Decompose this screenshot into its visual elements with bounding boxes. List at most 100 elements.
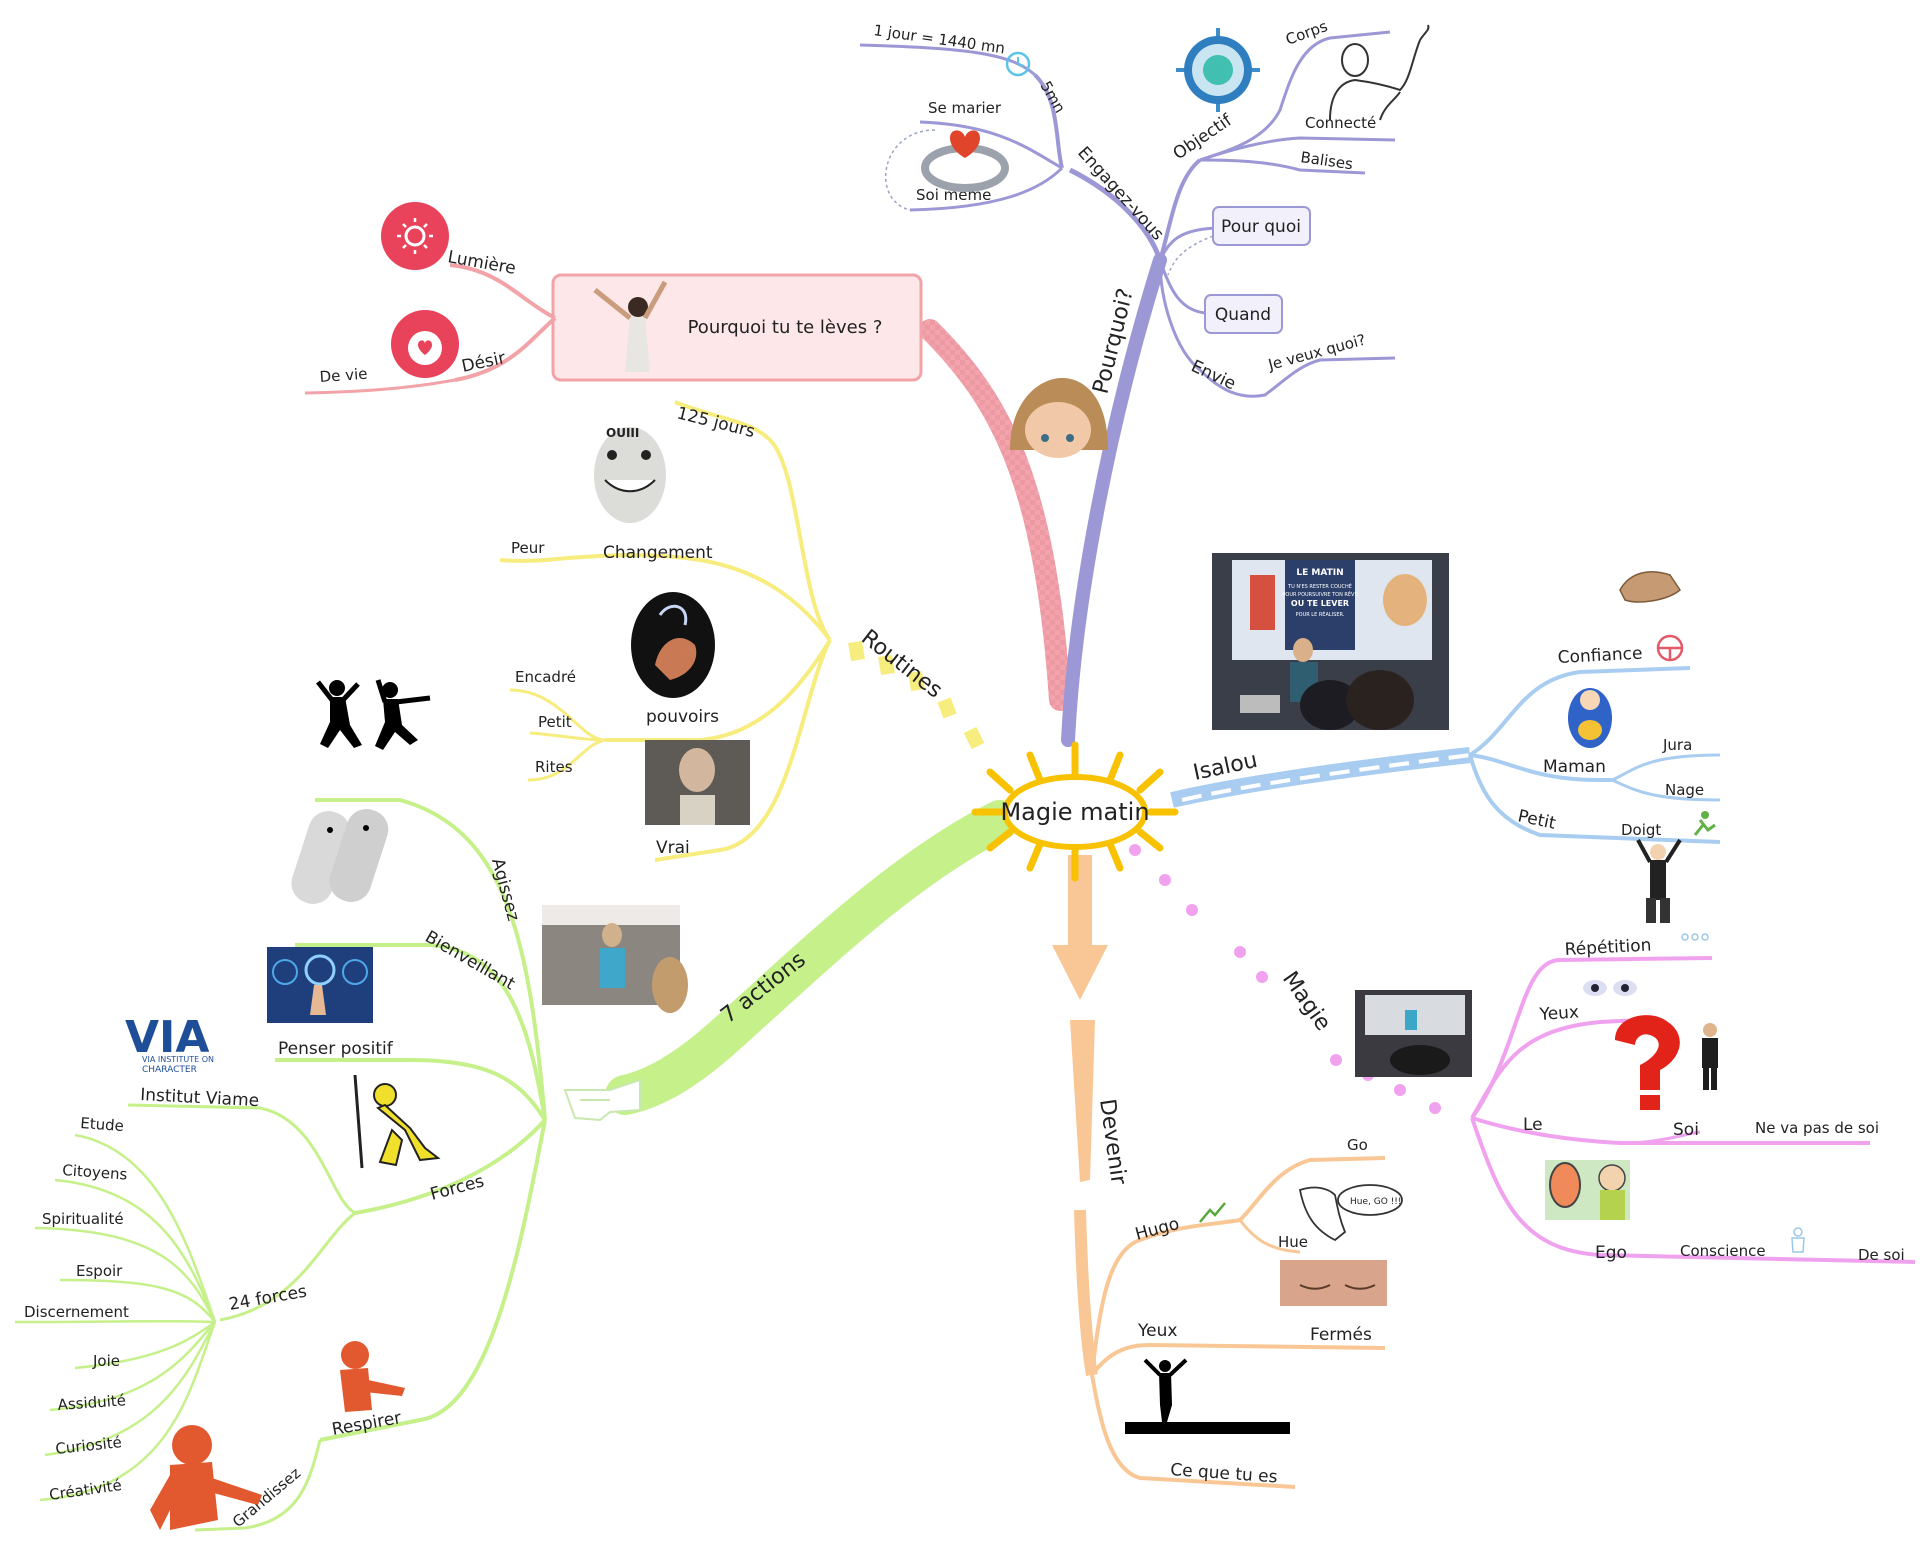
ghost-text: OUIII: [606, 426, 639, 440]
encadre-label: Encadré: [515, 668, 576, 686]
envie-label: Envie: [1188, 356, 1239, 394]
pink-title: Pourquoi tu te lèves ?: [688, 317, 883, 338]
rites-label: Rites: [535, 758, 573, 776]
jour-label: 1 jour = 1440 mn: [872, 21, 1006, 57]
force-espoir: Espoir: [76, 1262, 123, 1280]
sun-rays: [971, 741, 1179, 882]
silhouette-victory-icon: [1125, 1358, 1290, 1434]
bienveillant-label: Bienveillant: [422, 927, 519, 995]
slide-line-3: POUR POURSUIVRE TON RÊVE: [1282, 590, 1357, 598]
engagez-label: Engagez-vous: [1073, 143, 1167, 245]
quand-box[interactable]: [1204, 294, 1283, 334]
de-vie-label: De vie: [319, 365, 368, 386]
confiance-label: Confiance: [1557, 644, 1643, 668]
clock-icon: [1005, 51, 1031, 77]
blue-branch[interactable]: Isalou LE MATIN TU N'ES RESTER COUCHÉ PO…: [1191, 553, 1721, 923]
closed-eyes-photo: [1280, 1260, 1387, 1306]
trend-arrow-icon: [1199, 1202, 1226, 1223]
woman-arms-up-icon: [593, 280, 668, 372]
doigt-label: Doigt: [1621, 821, 1661, 839]
ego-label: Ego: [1595, 1243, 1627, 1263]
changement-label: Changement: [603, 543, 713, 563]
pouvoirs-label: pouvoirs: [646, 707, 719, 727]
green-trunk: [605, 800, 1020, 1115]
forces-list-lines: [14, 1133, 217, 1502]
force-curiosite: Curiosité: [55, 1433, 123, 1458]
presenter-photo: [542, 905, 688, 1013]
go-label: Go: [1347, 1136, 1368, 1154]
center-ellipse: [1002, 774, 1148, 850]
via-logo: VIA VIA INSTITUTE ON CHARACTER: [125, 1012, 214, 1075]
mirror-man-icon: [1545, 1160, 1630, 1220]
sun-icon: [381, 202, 449, 270]
thinking-man-photo: [645, 740, 750, 825]
pour-quoi-dotted-link: [1167, 235, 1214, 276]
muscle-man-icon: [1329, 24, 1430, 121]
connecte-label: Connecté: [1305, 114, 1376, 132]
ghost-creature-icon: OUIII: [594, 426, 666, 523]
objectif-label: Objectif: [1170, 110, 1237, 164]
soi-label: Soi: [1673, 1120, 1699, 1140]
man-holding-finger-icon: [1636, 838, 1682, 923]
vrai-label: Vrai: [656, 838, 690, 858]
power-hand-icon: [631, 592, 715, 698]
smiley-buttons-photo: [267, 947, 373, 1023]
desir-label: Désir: [460, 348, 507, 377]
purple-branch[interactable]: Pourquoi? Engagez-vous 1 jour = 1440 mn …: [859, 17, 1430, 458]
pink-branch[interactable]: Pourquoi tu te lèves ? Lumière Désir De …: [304, 202, 923, 395]
jura-label: Jura: [1662, 736, 1692, 754]
force-discernement: Discernement: [24, 1303, 129, 1321]
yellow-dashes: [848, 640, 985, 750]
slide-line-4: OU TE LEVER: [1291, 599, 1349, 608]
stopwatch-heart-icon: [391, 310, 459, 378]
people-icon: [1681, 933, 1709, 941]
force-spiritualite: Spiritualité: [42, 1210, 124, 1228]
jumping-people-icon: [316, 679, 431, 750]
force-assiduite: Assiduité: [57, 1391, 126, 1414]
petit-label: Petit: [538, 713, 572, 731]
via-logo-small-2: CHARACTER: [142, 1065, 197, 1075]
finger-faces-icon: [291, 809, 389, 904]
ce-que-tu-es-label: Ce que tu es: [1170, 1460, 1279, 1487]
steering-wheel-icon: [1656, 634, 1684, 662]
horse-speech-icon: Hue, GO !!!: [1298, 1184, 1403, 1242]
repetition-label: Répétition: [1564, 935, 1652, 960]
runner-icon: [1693, 811, 1716, 836]
agissez-label: Agissez: [487, 856, 523, 923]
pushing-man-icon: [353, 1074, 441, 1169]
force-creativite: Créativité: [48, 1476, 123, 1504]
quand-label: Quand: [1215, 305, 1271, 325]
forces-label: Forces: [428, 1171, 486, 1205]
institut-viame-label: Institut Viame: [140, 1085, 260, 1111]
yellow-branch[interactable]: Routines 125 jours OUIII Changement Peur…: [499, 400, 947, 862]
center-node[interactable]: Magie matin: [971, 741, 1179, 882]
via-logo-big: VIA: [125, 1012, 209, 1063]
yeux-magenta-label: Yeux: [1538, 1002, 1580, 1025]
pointing-hand-icon: [563, 1078, 641, 1122]
devenir-label: Devenir: [1094, 1097, 1131, 1187]
125-jours-label: 125 jours: [675, 403, 757, 442]
eyes-icon: [1583, 980, 1637, 996]
person-outline-icon: [1791, 1227, 1805, 1253]
pour-quoi-box[interactable]: [1212, 206, 1311, 246]
slide-line-2: TU N'ES RESTER COUCHÉ: [1287, 582, 1352, 590]
conscience-label: Conscience: [1680, 1242, 1766, 1260]
purple-trunk: [1061, 253, 1167, 747]
orange-figure-small-icon: [340, 1341, 405, 1412]
speech-bubble-text: Hue, GO !!!: [1350, 1197, 1401, 1207]
24-forces-label: 24 forces: [227, 1282, 308, 1315]
slide-line-1: LE MATIN: [1296, 568, 1343, 578]
magenta-branch[interactable]: Magie Répétition Yeux Le Soi: [1277, 933, 1916, 1264]
force-etude: Etude: [80, 1114, 125, 1135]
orange-arrow: [1052, 855, 1108, 1377]
force-joie: Joie: [92, 1352, 120, 1370]
hugo-label: Hugo: [1133, 1214, 1181, 1245]
orange-branch[interactable]: Devenir Hugo Go Hue Hue, GO !!! Yeux Fer…: [1090, 1097, 1403, 1489]
penser-positif-label: Penser positif: [278, 1039, 394, 1059]
center-label: Magie matin: [1000, 798, 1149, 826]
target-icon: [1176, 28, 1260, 112]
de-soi-label: De soi: [1858, 1246, 1905, 1264]
woman-face-icon: [1010, 378, 1108, 458]
hue-label: Hue: [1278, 1233, 1308, 1251]
routines-label: Routines: [856, 625, 947, 703]
